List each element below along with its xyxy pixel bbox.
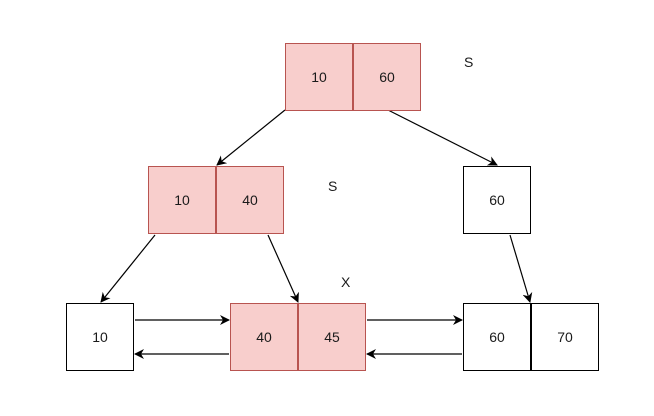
edge-inner-left-to-leaf-a (100, 234, 156, 303)
edge-inner-left-to-leaf-b (267, 234, 299, 303)
root-key-2: 60 (353, 43, 421, 111)
root-tag: S (464, 54, 474, 70)
edge-root-to-inner-left (216, 109, 286, 166)
edge-root-to-inner-right (387, 109, 498, 166)
inner-left-key-2: 40 (216, 166, 284, 234)
leaf-c-key-2: 70 (531, 303, 599, 371)
leaf-c-key-1: 60 (463, 303, 531, 371)
leaf-b-key-2: 45 (298, 303, 366, 371)
leaf-b-tag: X (341, 274, 351, 290)
leaf-b-key-1: 40 (230, 303, 298, 371)
inner-left-tag: S (328, 178, 338, 194)
inner-right-key-1: 60 (463, 166, 531, 234)
inner-left-key-1: 10 (148, 166, 216, 234)
root-key-1: 10 (285, 43, 353, 111)
leaf-a-key-1: 10 (66, 303, 134, 371)
edge-inner-right-to-leaf-c (509, 234, 533, 303)
